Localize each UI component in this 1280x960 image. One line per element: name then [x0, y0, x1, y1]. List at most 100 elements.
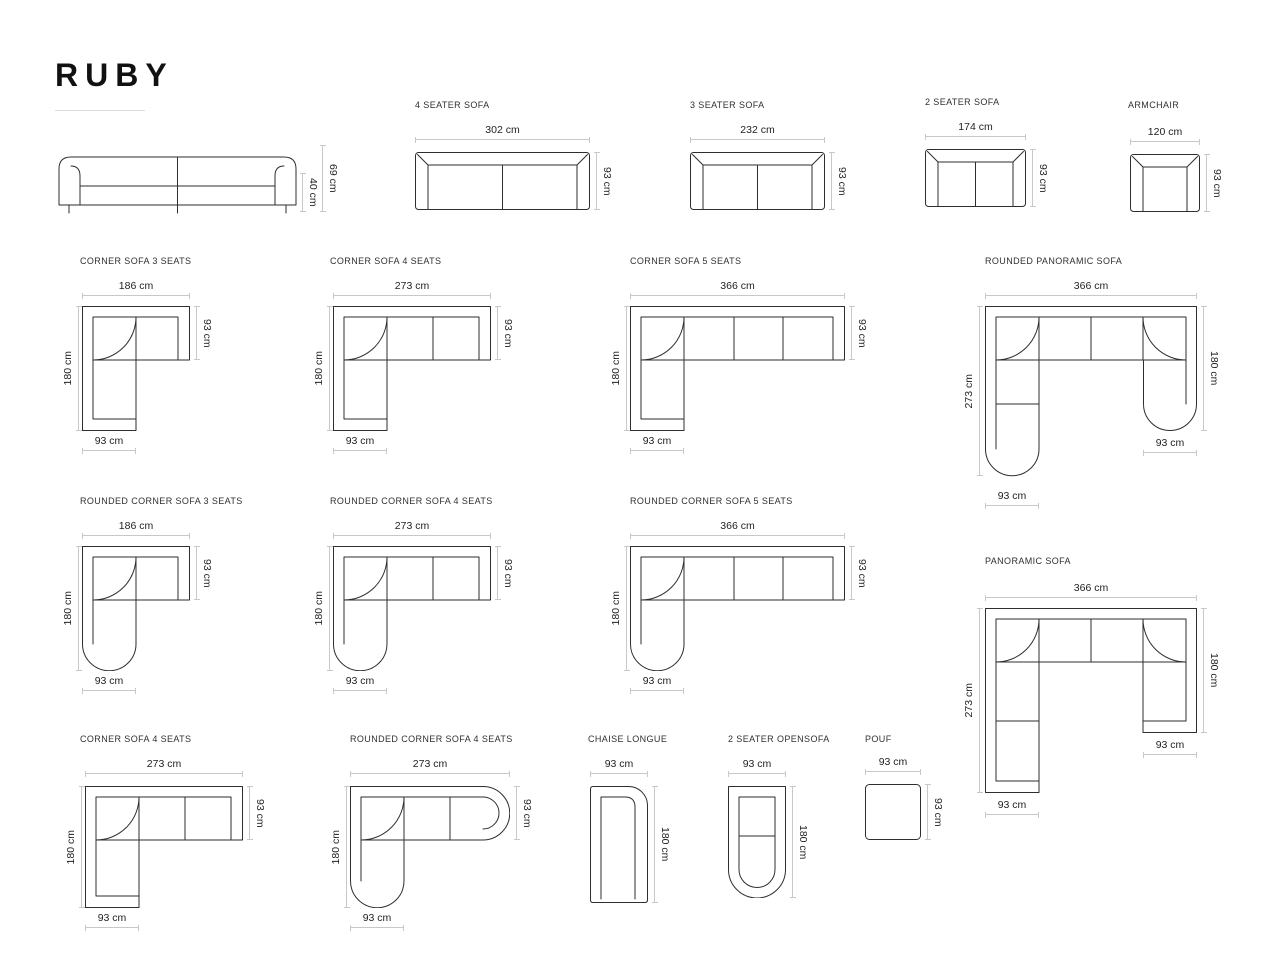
dim-label: 93 cm	[521, 798, 533, 828]
dim-line	[630, 532, 845, 539]
dim-label: 93 cm	[345, 675, 375, 687]
sofa-front-view-drawing	[58, 156, 297, 214]
dim-label: 180 cm	[313, 351, 325, 386]
dim-label: 120 cm	[1147, 126, 1183, 138]
figure-title: CORNER SOFA 3 SEATS	[80, 256, 192, 266]
dim-line	[1029, 149, 1036, 207]
dim-depth: 93 cm	[593, 152, 613, 210]
dim-line	[590, 770, 648, 777]
figure-title: ROUNDED CORNER SOFA 5 SEATS	[630, 496, 793, 506]
dim-line	[1143, 449, 1197, 456]
corner-sofa-4-seats-b-drawing	[85, 786, 243, 908]
dim-depth: 93 cm	[513, 786, 533, 840]
dim-label: 40 cm	[307, 178, 319, 207]
dim-line	[651, 786, 658, 903]
chaise-longue-drawing	[590, 786, 648, 903]
figure-title: POUF	[865, 734, 892, 744]
dim-line	[333, 292, 491, 299]
dim-depth: 93 cm	[924, 784, 944, 840]
dim-label: 93 cm	[1155, 739, 1185, 751]
dim-label: 93 cm	[502, 318, 514, 348]
dim-right-arm-width: 93 cm	[1143, 437, 1197, 456]
dim-arm-width: 93 cm	[333, 675, 387, 694]
dim-label: 180 cm	[62, 591, 74, 626]
dim-length: 180 cm	[313, 546, 333, 671]
dim-line	[593, 152, 600, 210]
dim-line	[925, 133, 1026, 140]
rounded-corner-sofa-4-seats-drawing	[333, 546, 491, 671]
dim-length: 180 cm	[313, 306, 333, 431]
2-seater-opensofa-drawing	[728, 786, 786, 898]
dim-label: 180 cm	[610, 591, 622, 626]
dim-label: 93 cm	[642, 675, 672, 687]
dim-label: 93 cm	[601, 166, 613, 196]
dim-line	[343, 786, 350, 908]
dim-width: 273 cm	[350, 758, 510, 777]
dim-line	[494, 546, 501, 600]
dim-line	[246, 786, 253, 840]
figure-title: PANORAMIC SOFA	[985, 556, 1071, 566]
dim-line	[1200, 608, 1207, 733]
dim-line	[82, 447, 136, 454]
dim-line	[350, 924, 404, 931]
dim-width: 174 cm	[925, 121, 1026, 140]
dim-depth: 93 cm	[848, 306, 868, 360]
dim-depth: 93 cm	[246, 786, 266, 840]
figure-title: ROUNDED CORNER SOFA 3 SEATS	[80, 496, 243, 506]
4-seater-sofa-drawing	[415, 152, 590, 210]
dim-line	[319, 145, 326, 212]
dim-label: 93 cm	[1211, 168, 1223, 198]
dim-line	[789, 786, 796, 898]
dim-width: 273 cm	[85, 758, 243, 777]
dim-width: 93 cm	[865, 756, 921, 775]
dim-arm-width: 93 cm	[85, 912, 139, 931]
dim-line	[623, 546, 630, 671]
dim-length: 180 cm	[610, 306, 630, 431]
dim-label: 180 cm	[330, 829, 342, 865]
dim-label: 93 cm	[201, 318, 213, 348]
dim-line	[848, 306, 855, 360]
dim-line	[630, 292, 845, 299]
dim-length: 180 cm	[62, 546, 82, 671]
dim-length: 180 cm	[330, 786, 350, 908]
figure-title: 2 SEATER SOFA	[925, 97, 1000, 107]
dim-depth: 93 cm	[494, 546, 514, 600]
dim-arm-width: 93 cm	[82, 675, 136, 694]
figure-title: ARMCHAIR	[1128, 100, 1180, 110]
rounded-panoramic-sofa-drawing	[985, 306, 1197, 477]
dim-line	[326, 546, 333, 671]
rounded-corner-sofa-5-seats-drawing	[630, 546, 845, 671]
dim-line	[333, 687, 387, 694]
dim-width: 366 cm	[630, 280, 845, 299]
figure-title: CHAISE LONGUE	[588, 734, 668, 744]
dim-line	[82, 292, 190, 299]
figure-title: 2 SEATER OPENSOFA	[728, 734, 830, 744]
dim-width: 232 cm	[690, 124, 825, 143]
dim-depth: 93 cm	[494, 306, 514, 360]
dim-label: 69 cm	[327, 164, 339, 193]
dim-label: 366 cm	[720, 520, 755, 532]
dim-line	[976, 608, 983, 793]
corner-sofa-4-seats-drawing	[333, 306, 491, 431]
panoramic-sofa-drawing	[985, 608, 1197, 793]
dim-line	[976, 306, 983, 476]
dim-line	[85, 924, 139, 931]
dim-label: 180 cm	[1208, 351, 1220, 386]
dim-arm-width: 93 cm	[630, 435, 684, 454]
rounded-corner-sofa-4-seats-b-drawing	[350, 786, 510, 908]
dim-line	[985, 594, 1197, 601]
dim-label: 366 cm	[1073, 280, 1109, 292]
dim-label: 93 cm	[836, 166, 848, 196]
dim-label: 273 cm	[394, 280, 430, 292]
dim-label: 93 cm	[1155, 437, 1185, 449]
dim-label: 93 cm	[362, 912, 392, 924]
dim-label: 93 cm	[254, 798, 266, 828]
dim-line	[333, 532, 491, 539]
dim-line	[630, 687, 684, 694]
dim-label: 93 cm	[201, 558, 213, 588]
dim-right-arm-width: 93 cm	[1143, 739, 1197, 758]
corner-sofa-3-seats-drawing	[82, 306, 190, 431]
dim-width: 93 cm	[590, 758, 648, 777]
brand-underline	[55, 110, 145, 111]
dim-label: 93 cm	[856, 558, 868, 588]
